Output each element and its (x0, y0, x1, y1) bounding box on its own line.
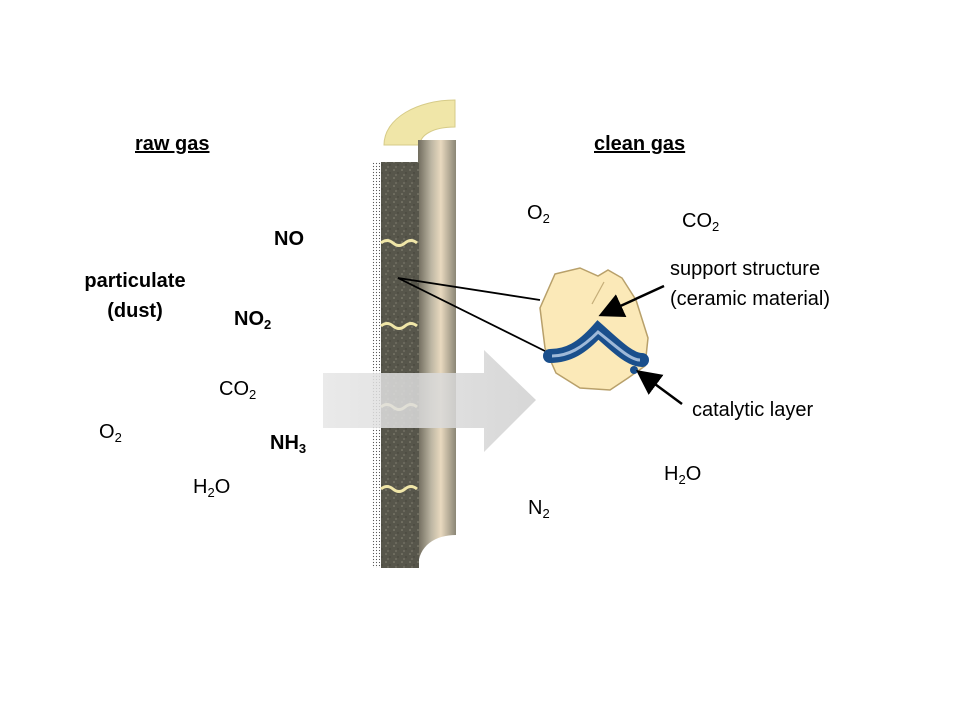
formula-sub: 2 (264, 317, 272, 332)
particulate-line1: particulate (84, 270, 186, 292)
raw-o2-label: O2 (99, 420, 122, 444)
clean-gas-heading: clean gas (594, 133, 686, 155)
formula-base: H (664, 463, 679, 485)
zoom-line-upper (397, 277, 541, 301)
formula-sub: 2 (249, 387, 257, 402)
formula-base: NH (270, 432, 299, 454)
catalyst-end-dot (630, 366, 638, 374)
particulate-line2: (dust) (107, 300, 163, 322)
raw-no-label: NO (274, 228, 304, 250)
catalytic-layer-callout: catalytic layer (692, 399, 814, 421)
filter-pipe (372, 99, 456, 568)
support-structure-line1: support structure (670, 258, 821, 280)
catalytic-layer-arrow (635, 370, 683, 406)
flow-arrow (323, 350, 536, 452)
support-structure-arrow (598, 284, 665, 318)
formula-base: NO (234, 308, 264, 330)
clean-n2-label: N2 (528, 496, 550, 520)
formula-base: N (528, 497, 543, 519)
formula-tail: O (685, 463, 702, 485)
porous-wall (381, 162, 419, 568)
formula-sub: 2 (542, 506, 550, 521)
formula-sub: 2 (678, 472, 686, 487)
clean-o2-label: O2 (527, 201, 550, 225)
formula-sub: 2 (114, 430, 122, 445)
formula-sub: 2 (207, 485, 215, 500)
zoom-lines (397, 277, 556, 357)
formula-base: O (99, 421, 115, 443)
clean-h2o-label: H2O (664, 462, 701, 486)
formula-base: H (193, 476, 208, 498)
catalytic-layer-highlight (551, 330, 641, 362)
particle-crack (591, 281, 605, 305)
formula-sub: 3 (298, 441, 307, 456)
raw-co2-label: CO2 (219, 377, 256, 401)
support-structure-line2: (ceramic material) (670, 288, 831, 310)
formula-sub: 2 (712, 219, 720, 234)
formula-tail: O (214, 476, 231, 498)
pipe-body (418, 140, 456, 568)
dotted-face (372, 162, 382, 568)
formula-sub: 2 (542, 211, 550, 226)
channel-mark (380, 322, 418, 330)
channel-mark (380, 239, 418, 247)
pipe-bottom-cut (418, 535, 456, 568)
clean-co2-label: CO2 (682, 209, 719, 233)
channel-mark (380, 485, 418, 493)
raw-particulate-label: particulate (dust) (70, 269, 200, 323)
raw-no2-label: NO2 (234, 307, 271, 331)
formula-base: O (527, 202, 543, 224)
formula-base: CO (219, 378, 249, 400)
support-structure-callout: support structure (ceramic material) (670, 257, 830, 311)
magnified-particle (539, 267, 649, 391)
raw-gas-heading: raw gas (135, 133, 210, 155)
pipe-rim (383, 99, 456, 146)
raw-nh3-label: NH3 (270, 431, 306, 455)
zoom-line-lower (397, 277, 556, 357)
raw-h2o-label: H2O (193, 475, 230, 499)
formula-base: CO (682, 210, 712, 232)
